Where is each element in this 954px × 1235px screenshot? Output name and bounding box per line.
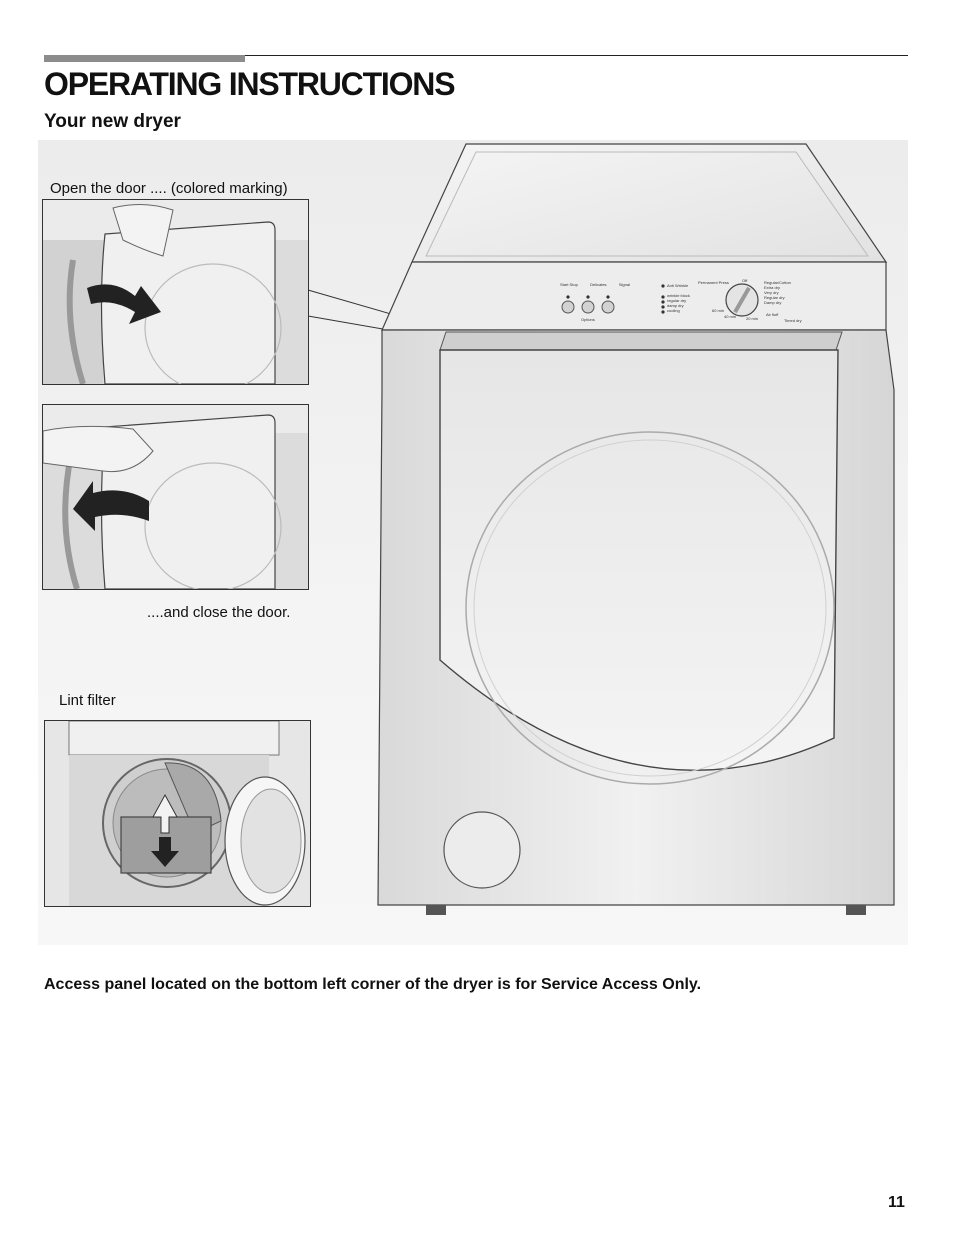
inset-open-door: [42, 199, 309, 385]
section-subtitle: Your new dryer: [44, 111, 181, 132]
dial-label: 60 min: [712, 308, 725, 313]
indicator-label: regular dry: [667, 298, 687, 303]
dial-label: Regular dry: [764, 295, 785, 300]
dial-label: 40 min: [724, 314, 737, 319]
indicator-label: wrinkle block: [667, 293, 690, 298]
dial-label: Permanent Press: [698, 280, 729, 285]
caption-lint-filter: Lint filter: [59, 692, 116, 709]
indicator-label: Anti Wrinkle: [667, 283, 689, 288]
caption-open-door: Open the door .... (colored marking): [50, 180, 288, 197]
dial-label: Damp dry: [764, 300, 782, 305]
dial-label: Extra dry: [764, 285, 781, 290]
inset-close-door: [42, 404, 309, 590]
button-label-signal: Signal: [618, 282, 630, 287]
dial-label: Very dry: [764, 290, 779, 295]
header-accent-bar: [44, 55, 245, 62]
dial-label: Air fluff: [766, 312, 779, 317]
button-label-start-stop: Start Stop: [560, 282, 578, 287]
caption-close-door: ....and close the door.: [147, 604, 291, 621]
dial-label: Off: [742, 278, 748, 283]
indicator-label: cooling: [667, 308, 680, 313]
dial-label: Regular/Cotton: [764, 280, 791, 285]
button-label-delicates: Delicates: [590, 282, 607, 287]
options-label: Options: [581, 317, 595, 322]
dial-label: 20 min: [746, 316, 759, 321]
page-number: 11: [888, 1194, 905, 1211]
indicator-label: damp dry: [667, 303, 684, 308]
dial-label: Timed dry: [784, 318, 802, 323]
header-rule: [44, 55, 908, 56]
dryer-illustration: Start Stop Delicates Signal Options Anti…: [306, 140, 908, 945]
inset-lint-filter: [44, 720, 311, 907]
page-title: OPERATING INSTRUCTIONS: [44, 66, 456, 102]
service-access-note: Access panel located on the bottom left …: [44, 976, 702, 993]
